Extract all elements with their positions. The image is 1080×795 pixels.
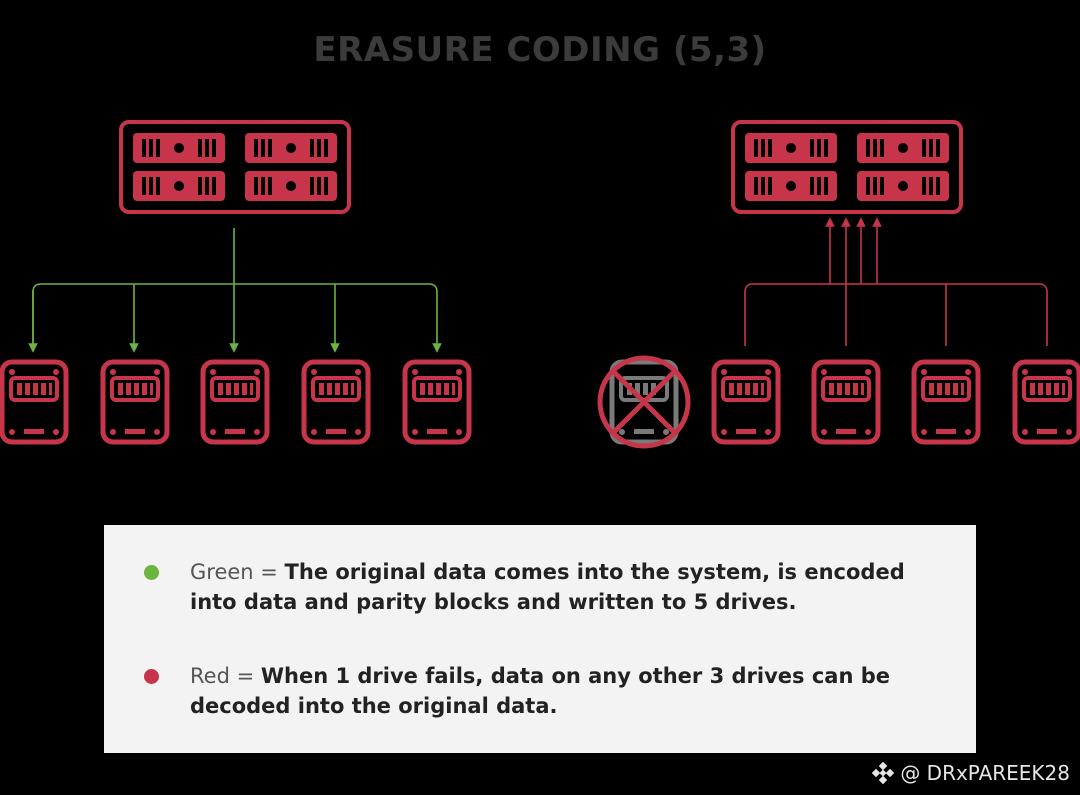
legend-item-green: Green = The original data comes into the… (144, 557, 950, 617)
decode-connectors (744, 217, 1048, 346)
right-server-icon (733, 122, 961, 212)
legend-red-prefix: Red = (190, 664, 261, 688)
legend-green-text: The original data comes into the system,… (190, 560, 905, 614)
legend-red-text: When 1 drive fails, data on any other 3 … (190, 664, 890, 718)
legend-green-prefix: Green = (190, 560, 285, 584)
left-drives (2, 362, 469, 442)
hard-drive-icon (914, 362, 978, 442)
hard-drive-icon (814, 362, 878, 442)
hard-drive-icon (1015, 362, 1079, 442)
watermark: @ DRxPAREEK28 (872, 761, 1070, 785)
right-drives (714, 362, 1079, 442)
hard-drive-icon (304, 362, 368, 442)
page-title: ERASURE CODING (5,3) (313, 30, 767, 70)
diamond-logo-icon (872, 762, 895, 784)
watermark-text: @ DRxPAREEK28 (900, 761, 1070, 785)
hard-drive-icon (203, 362, 267, 442)
failed-drive-icon (597, 355, 691, 449)
write-connectors (28, 228, 442, 353)
left-server-icon (121, 122, 349, 212)
hard-drive-icon (103, 362, 167, 442)
red-dot-icon (144, 669, 159, 684)
hard-drive-icon (2, 362, 66, 442)
hard-drive-icon (405, 362, 469, 442)
legend-box: Green = The original data comes into the… (104, 525, 976, 753)
legend-item-red: Red = When 1 drive fails, data on any ot… (144, 661, 950, 721)
green-dot-icon (144, 565, 159, 580)
hard-drive-icon (714, 362, 778, 442)
